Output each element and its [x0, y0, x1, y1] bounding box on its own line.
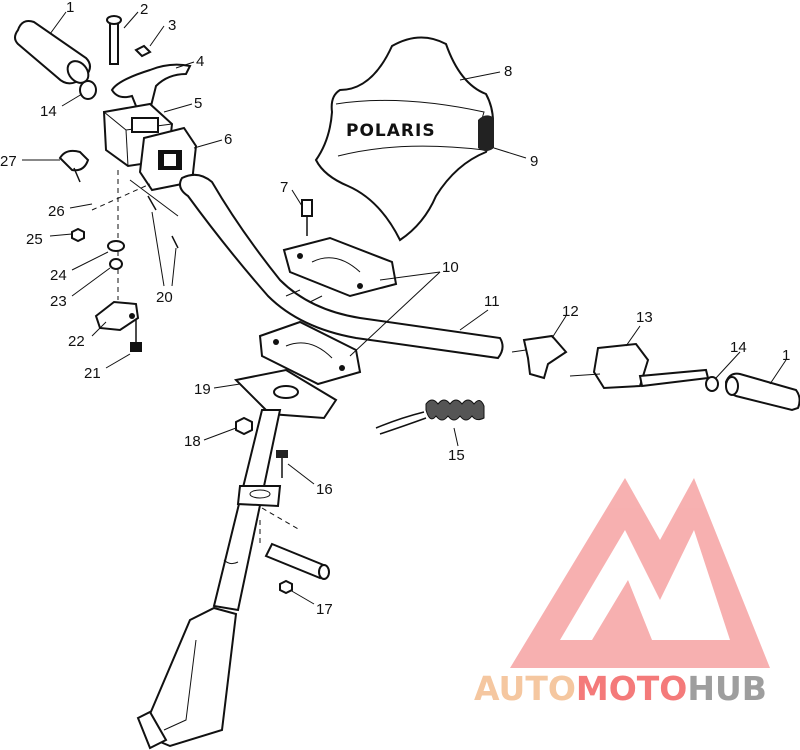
- svg-text:AUTOMOTOHUB: AUTOMOTOHUB: [474, 669, 767, 708]
- callout-3: 3: [168, 17, 176, 34]
- callout-1-right: 1: [782, 347, 790, 364]
- callout-1: 1: [66, 0, 74, 16]
- choke-knob-27: [58, 149, 90, 183]
- end-plug-14-left: [79, 80, 97, 100]
- callout-11: 11: [484, 293, 500, 310]
- callouts: 1 2 3 4 14 5 6 27 26 25 24 23 20 22 21 7…: [0, 0, 790, 618]
- watermark-hub: HUB: [687, 669, 767, 708]
- watermark-auto: AUTO: [474, 669, 576, 708]
- nut-25: [71, 227, 85, 243]
- callout-15: 15: [448, 447, 465, 464]
- callout-19: 19: [194, 381, 211, 398]
- callout-25: 25: [26, 231, 43, 248]
- lower-steering-bracket: [136, 606, 238, 750]
- watermark-text: AUTOMOTOHUB: [474, 669, 767, 708]
- callout-8: 8: [504, 63, 512, 80]
- callout-23: 23: [50, 293, 67, 310]
- leader-dashed-left-2: [91, 183, 151, 211]
- throttle-lever-4: [110, 63, 192, 113]
- handlebar-11: [179, 173, 504, 360]
- wire-harness-15: [375, 399, 485, 435]
- spring-clip-3: [134, 44, 152, 58]
- callout-6: 6: [224, 131, 232, 148]
- bushing-16: [236, 450, 288, 508]
- callout-16: 16: [316, 481, 333, 498]
- watermark-logo: [510, 478, 770, 668]
- steering-column: [212, 409, 282, 612]
- callout-27: 27: [0, 153, 17, 170]
- nut-17: [279, 579, 293, 595]
- switch-housing-6: [138, 126, 198, 192]
- callout-20: 20: [156, 289, 173, 306]
- callout-22: 22: [68, 333, 85, 350]
- callout-21: 21: [84, 365, 101, 382]
- ornament-9: [478, 115, 494, 151]
- callout-24: 24: [50, 267, 67, 284]
- callout-9: 9: [530, 153, 538, 170]
- end-plug-14-right: [705, 376, 719, 392]
- callout-26: 26: [48, 203, 65, 220]
- leader-dashed-post: [259, 507, 301, 546]
- callout-10: 10: [442, 259, 459, 276]
- upper-clamp-10: [282, 236, 398, 298]
- bolt-21: [130, 320, 142, 352]
- nut-23: [109, 258, 123, 270]
- callout-14: 14: [40, 103, 57, 120]
- brand-logo: POLARIS: [346, 121, 436, 141]
- leader-lines: [22, 11, 787, 605]
- callout-14-right: 14: [730, 339, 747, 356]
- lower-clamp-10: [258, 320, 362, 386]
- callout-2: 2: [140, 1, 148, 18]
- callout-17: 17: [316, 601, 333, 618]
- mount-plate-19: [233, 368, 338, 420]
- screws-20: [129, 179, 179, 249]
- bolt-7: [301, 199, 313, 236]
- right-grip: [724, 372, 800, 412]
- washer-24: [107, 240, 125, 252]
- bracket-12: [522, 334, 568, 380]
- callout-13: 13: [636, 309, 653, 326]
- callout-18: 18: [184, 433, 201, 450]
- bolt-2: [106, 15, 122, 65]
- watermark-moto: MOTO: [576, 669, 687, 708]
- callout-12: 12: [562, 303, 579, 320]
- left-grip: [14, 20, 91, 85]
- callout-4: 4: [196, 53, 204, 70]
- nut-18: [235, 416, 253, 436]
- pin-17: [264, 542, 330, 595]
- callout-7: 7: [280, 179, 288, 196]
- master-cylinder-13: [569, 342, 710, 390]
- callout-5: 5: [194, 95, 202, 112]
